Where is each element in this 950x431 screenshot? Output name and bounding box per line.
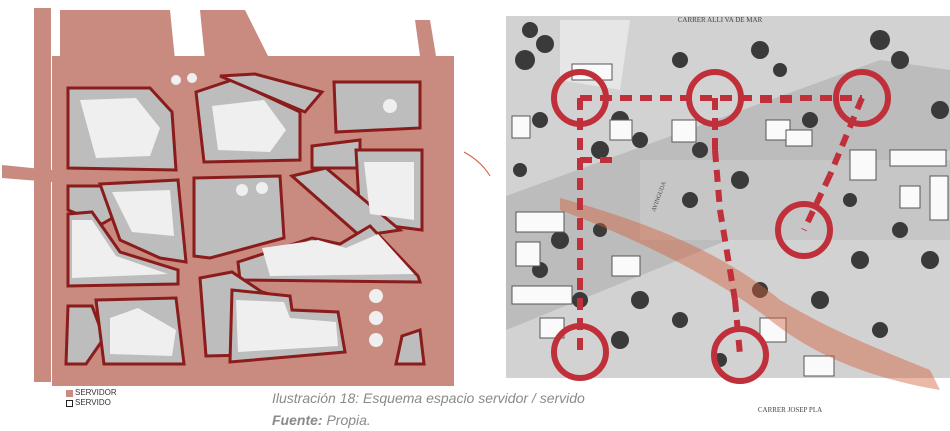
marker-circle: [551, 69, 609, 127]
marker-circle: [551, 323, 609, 381]
marker-circle: [775, 201, 833, 259]
legend-label-servido: SERVIDO: [75, 398, 111, 407]
connection-lines: [577, 95, 865, 356]
marker-circles: [551, 69, 891, 384]
figure-caption: Ilustración 18: Esquema espacio servidor…: [272, 387, 585, 431]
map-label-top: CARRER ALLI VA DE MAR: [678, 16, 763, 24]
caption-title: Ilustración 18: Esquema espacio servidor…: [272, 390, 585, 406]
marker-circle: [686, 69, 744, 127]
marker-circle: [833, 69, 891, 127]
map-label-bottom: CARRER JOSEP PLA: [758, 406, 822, 414]
flow-ribbon: [560, 198, 940, 390]
building-footprints: [72, 73, 414, 356]
legend-item-servido: SERVIDO: [66, 398, 117, 408]
map-buildings: [511, 63, 949, 377]
caption-source: Fuente: Propia.: [272, 409, 585, 431]
servido-swatch: [66, 399, 73, 407]
annotation-curve: [463, 151, 491, 177]
caption-source-label: Fuente:: [272, 412, 323, 428]
legend-item-servidor: SERVIDOR: [66, 388, 117, 398]
caption-source-value: Propia.: [326, 412, 371, 428]
servidor-swatch: [66, 389, 73, 397]
legend-label-servidor: SERVIDOR: [75, 388, 117, 397]
marker-circle: [711, 326, 769, 384]
legend: SERVIDOR SERVIDO: [66, 388, 117, 408]
